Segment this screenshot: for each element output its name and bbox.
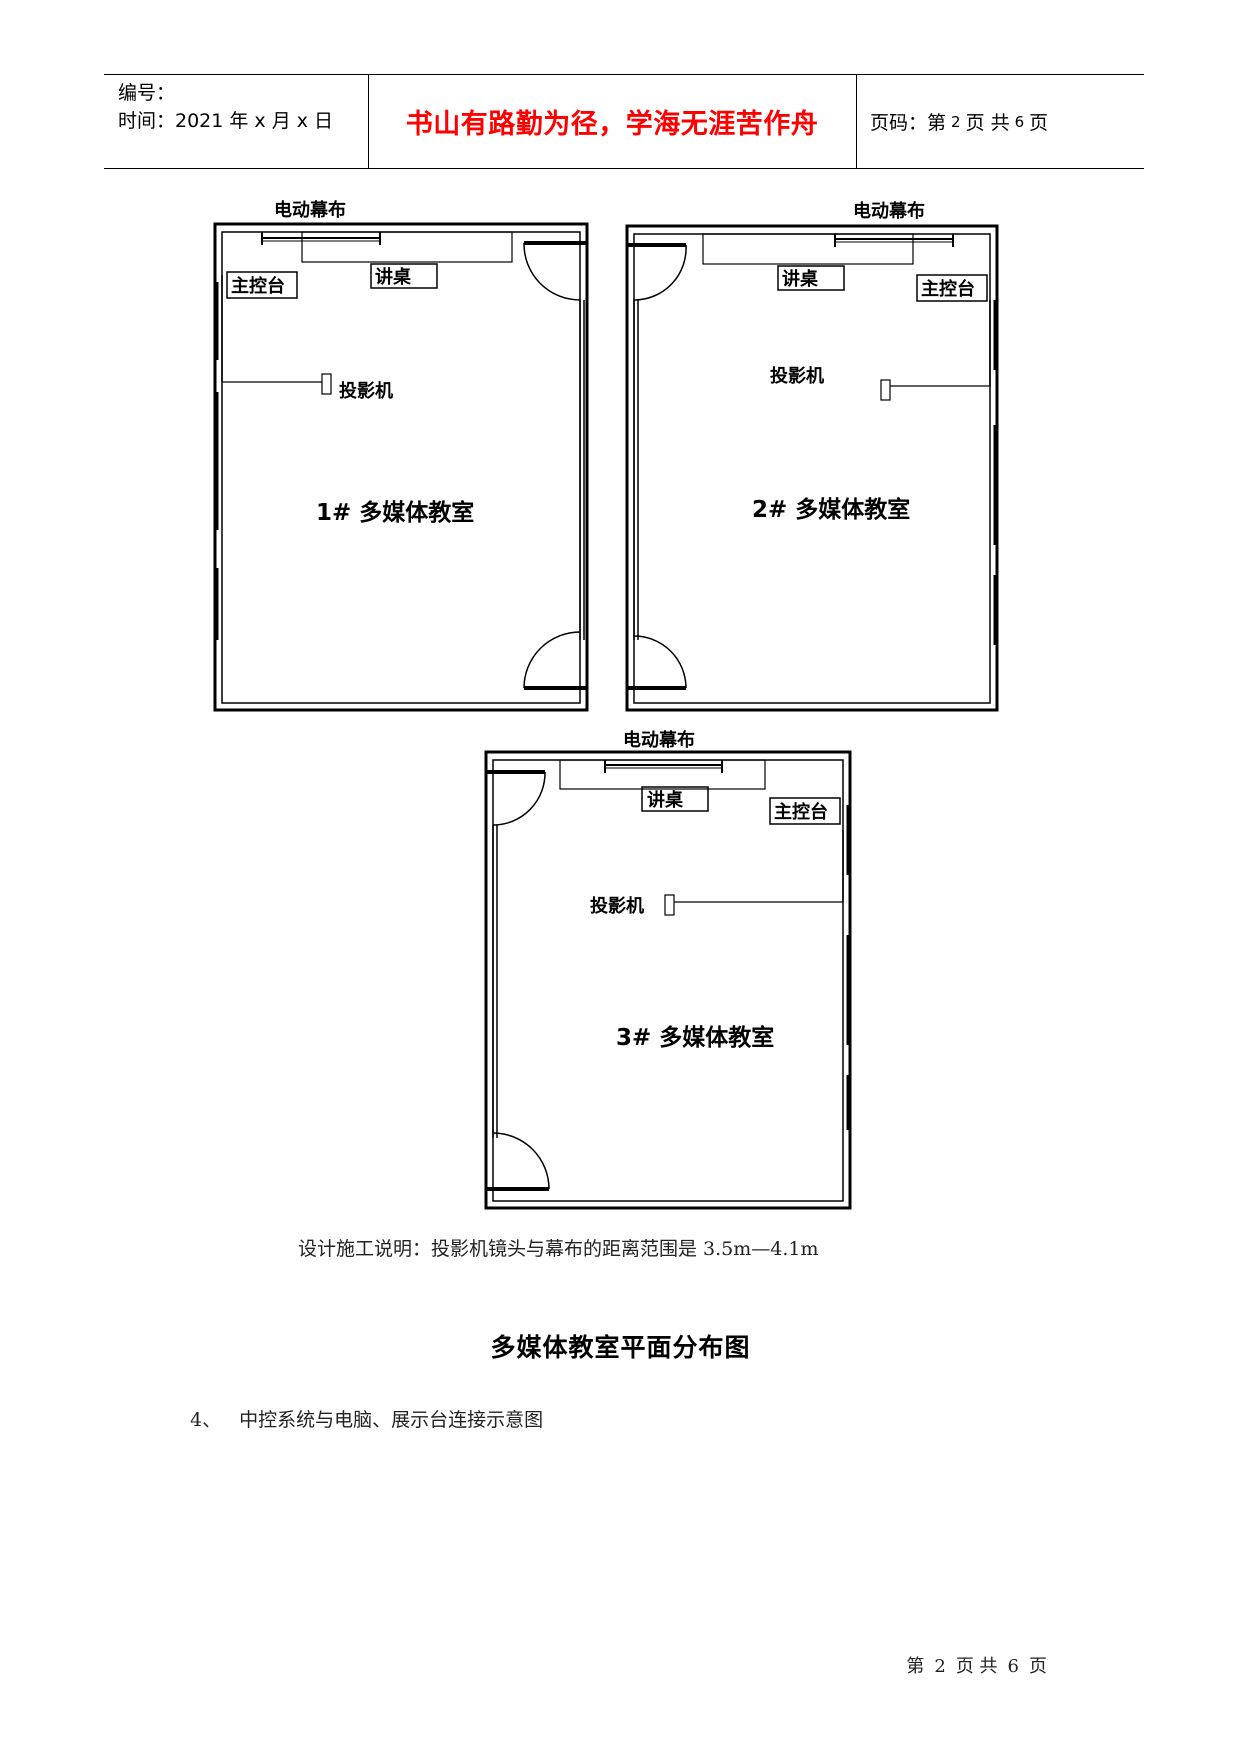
serial-label: 编号：: [118, 82, 176, 104]
footer-total: 6: [1007, 1656, 1019, 1677]
room-1-name: 1# 多媒体教室: [316, 499, 474, 526]
room-3-door-top-arc: [492, 771, 546, 826]
room-1-podium: [301, 231, 513, 263]
header-motto: 书山有路勤为径，学海无涯苦作舟: [405, 109, 819, 140]
room-2-projector: [880, 379, 891, 401]
page-total: 6: [1014, 112, 1025, 131]
design-note: 设计施工说明：投影机镜头与幕布的距离范围是 3.5m—4.1m: [298, 1238, 819, 1260]
room-2-inner-wall: [633, 233, 991, 704]
page-prefix: 页码：第: [870, 112, 947, 134]
page-current: 2: [951, 112, 961, 131]
room-2-name: 2# 多媒体教室: [752, 496, 910, 523]
figure-caption: 多媒体教室平面分布图: [490, 1333, 751, 1362]
header-divider: [856, 75, 857, 168]
room-2-projector-label: 投影机: [770, 365, 824, 387]
footer-suffix: 页: [1029, 1656, 1047, 1677]
page-suffix: 页: [1029, 112, 1049, 134]
room-2-podium-label: 讲桌: [782, 268, 819, 290]
room-1-podium-label: 讲桌: [375, 266, 412, 288]
room-3-plan: [484, 750, 852, 1210]
room-3-inner-wall: [492, 759, 844, 1202]
room-3-podium: [559, 759, 766, 790]
room-3-projector-label: 投影机: [590, 895, 644, 917]
room-1-plan: [213, 222, 589, 712]
room-2-door-top-arc: [633, 244, 687, 301]
room-1-console-box: [226, 271, 298, 299]
room-1-door-top-arc: [523, 242, 581, 301]
footer-mid: 页 共: [955, 1656, 998, 1677]
room-3-door-bottom-arc: [492, 1132, 550, 1190]
room-1-inner-wall: [221, 231, 581, 704]
room-3-console-label: 主控台: [774, 801, 828, 823]
room-2-console-box: [916, 274, 988, 302]
page-header: 编号： 时间：2021 年 x 月 x 日 书山有路勤为径，学海无涯苦作舟 页码…: [104, 74, 1144, 169]
header-page-number: 页码：第 2 页 共 6 页: [870, 75, 1048, 168]
room-3-name: 3# 多媒体教室: [616, 1024, 774, 1051]
header-divider: [368, 75, 369, 168]
room-1-projector: [321, 373, 332, 395]
room-2-screen-label: 电动幕布: [853, 200, 925, 222]
footer-current: 2: [934, 1656, 946, 1677]
room-3-screen-label: 电动幕布: [623, 729, 695, 751]
footer-prefix: 第: [906, 1656, 925, 1677]
room-3-projector: [664, 894, 675, 916]
room-3-podium-label: 讲桌: [647, 789, 684, 811]
time-label: 时间：2021 年 x 月 x 日: [118, 110, 334, 132]
room-1-console-label: 主控台: [231, 275, 285, 297]
room-1-screen-label: 电动幕布: [274, 199, 346, 221]
room-2-door-bottom-arc: [633, 635, 687, 689]
page-mid: 页 共: [965, 112, 1010, 134]
section-item: 4、中控系统与电脑、展示台连接示意图: [190, 1405, 543, 1432]
room-2-podium: [702, 233, 914, 265]
room-1-projector-label: 投影机: [339, 380, 393, 402]
room-2-console-label: 主控台: [921, 278, 975, 300]
room-2-plan: [625, 224, 999, 712]
section-number: 4、: [190, 1409, 222, 1431]
room-1-door-bottom-arc: [523, 631, 581, 689]
room-3-console-box: [769, 797, 841, 825]
header-left-cell: 编号： 时间：2021 年 x 月 x 日: [118, 79, 333, 135]
floor-plans-diagram: 电动幕布 讲桌 主控台 投影机 1# 多媒体教室 电动幕布 讲桌 主控台 投影机…: [213, 199, 999, 1210]
section-text: 中控系统与电脑、展示台连接示意图: [239, 1409, 544, 1431]
